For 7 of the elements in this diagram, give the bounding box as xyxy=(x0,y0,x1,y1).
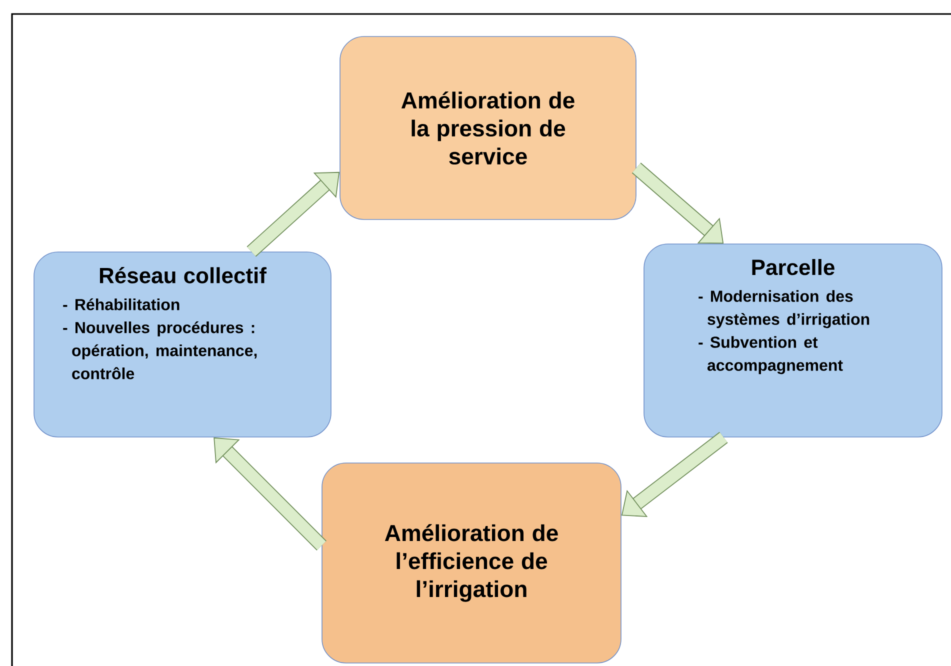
arrow xyxy=(214,437,326,550)
process-box: Amélioration de la pression de service xyxy=(340,36,636,220)
process-box: Réseau collectif - Réhabilitation - Nouvelles procédures : opération, maintenance, contrôle xyxy=(34,252,332,438)
arrow xyxy=(632,162,724,244)
process-box: Amélioration de l’efficience de l’irrigation xyxy=(322,462,622,664)
process-box: Parcelle - Modernisation des systèmes d’irrigation - Subvention et accompagnement xyxy=(644,244,942,438)
arrow xyxy=(246,172,340,257)
